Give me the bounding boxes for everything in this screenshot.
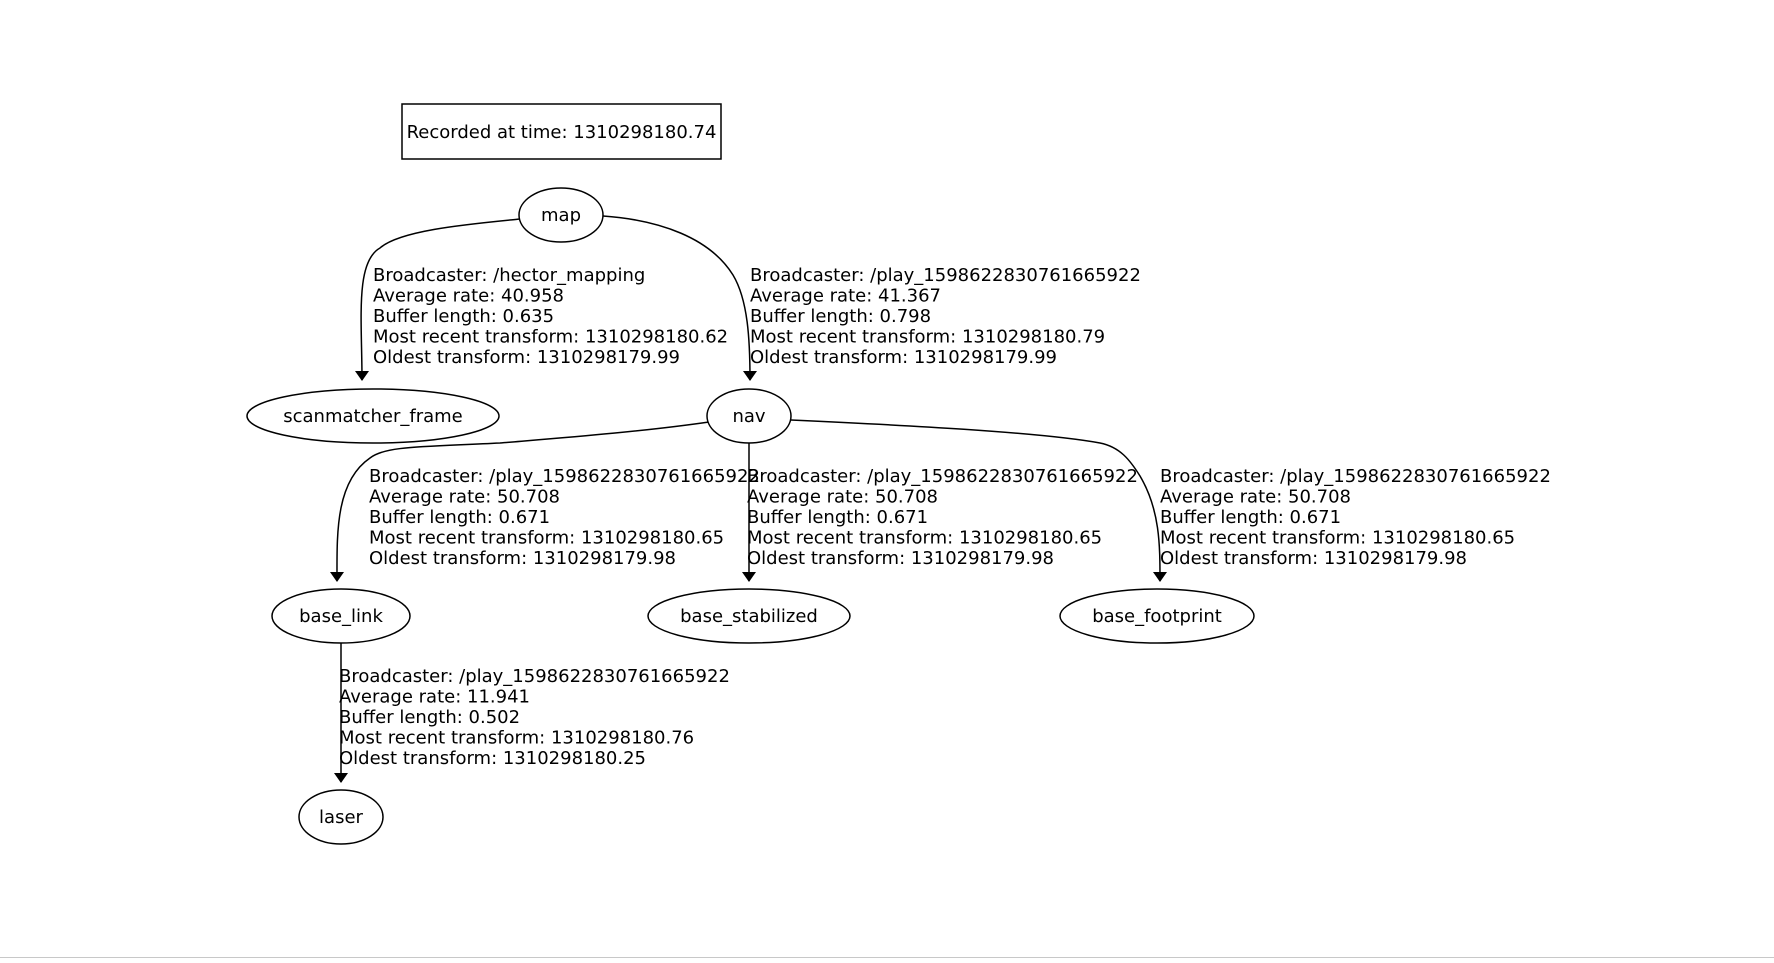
node-label: base_footprint [1092,606,1222,627]
edge-label-average-rate: Average rate: 11.941 [339,687,530,708]
node-ellipse [1059,588,1255,644]
node-ellipse [271,588,411,644]
edge-label-oldest: Oldest transform: 1310298179.98 [369,548,676,569]
edge-label-oldest: Oldest transform: 1310298179.98 [1160,548,1467,569]
edge-label-most-recent: Most recent transform: 1310298180.65 [1160,528,1515,549]
edge-map-to-nav: Broadcaster: /play_1598622830761665922 A… [602,215,1141,381]
edge-line [602,215,757,381]
node-ellipse [518,187,604,243]
edge-label-broadcaster: Broadcaster: /play_1598622830761665922 [750,265,1141,286]
node-ellipse [246,388,500,444]
node-label: base_stabilized [680,606,818,627]
node-scanmatcher-frame: scanmatcher_frame [246,388,500,444]
edge-label-broadcaster: Broadcaster: /play_1598622830761665922 [369,466,760,487]
edge-label-buffer-length: Buffer length: 0.502 [339,707,520,728]
edge-label-oldest: Oldest transform: 1310298179.99 [373,347,680,368]
edge-line [354,218,521,381]
node-base-footprint: base_footprint [1059,588,1255,644]
recorded-time-label: Recorded at time: 1310298180.74 [407,122,717,143]
node-laser: laser [298,789,384,845]
node-map: map [518,187,604,243]
edge-label-average-rate: Average rate: 41.367 [750,286,941,307]
node-ellipse [647,588,851,644]
node-ellipse [706,388,792,444]
recorded-time-box: Recorded at time: 1310298180.74 [401,103,722,160]
recorded-time-frame [401,103,722,160]
bottom-divider [0,957,1774,958]
edge-map-to-scanmatcher-frame: Broadcaster: /hector_mapping Average rat… [354,218,728,381]
edge-label-average-rate: Average rate: 50.708 [369,487,560,508]
node-label: map [541,205,581,226]
edge-nav-to-base-stabilized: Broadcaster: /play_1598622830761665922 A… [742,442,1138,582]
node-base-stabilized: base_stabilized [647,588,851,644]
edge-label-most-recent: Most recent transform: 1310298180.65 [369,528,724,549]
edge-label-oldest: Oldest transform: 1310298179.98 [747,548,1054,569]
edge-label-buffer-length: Buffer length: 0.671 [1160,507,1341,528]
edge-nav-to-base-footprint: Broadcaster: /play_1598622830761665922 A… [790,419,1551,582]
edge-label-buffer-length: Buffer length: 0.635 [373,306,554,327]
edge-line [790,419,1167,582]
edge-label-average-rate: Average rate: 50.708 [747,487,938,508]
edge-label-oldest: Oldest transform: 1310298179.99 [750,347,1057,368]
node-base-link: base_link [271,588,411,644]
edge-label-broadcaster: Broadcaster: /play_1598622830761665922 [747,466,1138,487]
edge-label-most-recent: Most recent transform: 1310298180.76 [339,728,694,749]
edge-label-broadcaster: Broadcaster: /play_1598622830761665922 [339,666,730,687]
node-nav: nav [706,388,792,444]
node-label: base_link [299,606,383,627]
edge-label-most-recent: Most recent transform: 1310298180.65 [747,528,1102,549]
edge-label-buffer-length: Buffer length: 0.671 [369,507,550,528]
edge-nav-to-base-link: Broadcaster: /play_1598622830761665922 A… [329,421,760,582]
edge-label-average-rate: Average rate: 50.708 [1160,487,1351,508]
edge-label-oldest: Oldest transform: 1310298180.25 [339,748,646,769]
edge-label-broadcaster: Broadcaster: /hector_mapping [373,265,645,286]
edge-base-link-to-laser: Broadcaster: /play_1598622830761665922 A… [334,643,730,783]
node-label: nav [732,406,765,427]
edge-label-average-rate: Average rate: 40.958 [373,286,564,307]
node-label: scanmatcher_frame [283,406,463,427]
edge-label-broadcaster: Broadcaster: /play_1598622830761665922 [1160,466,1551,487]
edge-label-buffer-length: Buffer length: 0.671 [747,507,928,528]
node-label: laser [319,807,363,828]
edge-label-most-recent: Most recent transform: 1310298180.62 [373,327,728,348]
node-ellipse [298,789,384,845]
edge-label-buffer-length: Buffer length: 0.798 [750,306,931,327]
edge-label-most-recent: Most recent transform: 1310298180.79 [750,327,1105,348]
edge-line [329,421,710,582]
